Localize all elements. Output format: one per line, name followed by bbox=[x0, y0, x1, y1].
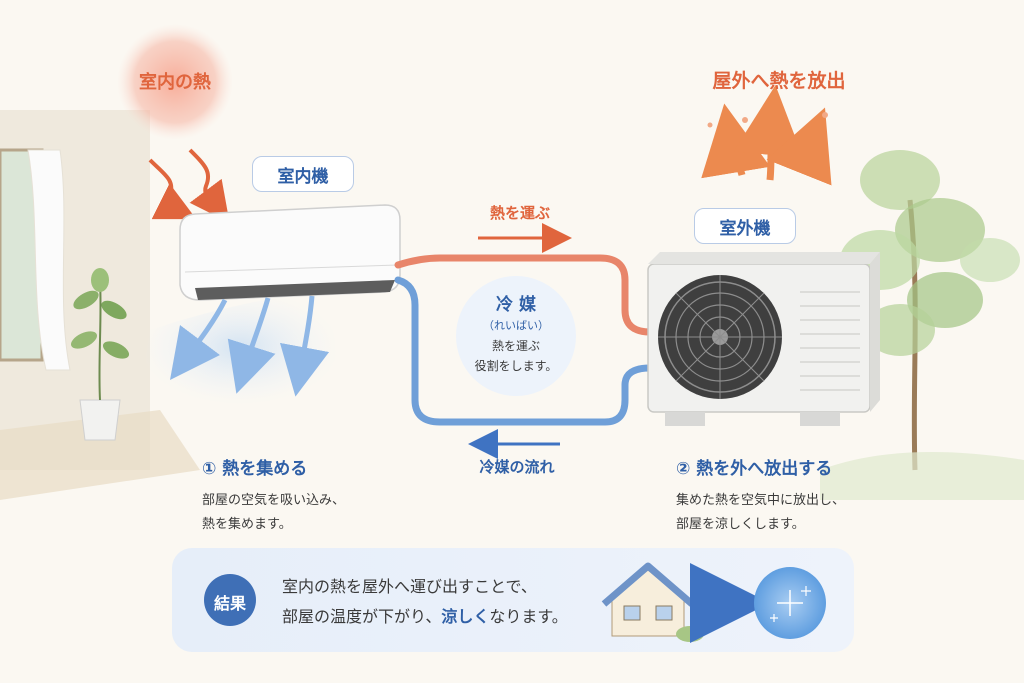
result-text: 室内の熱を屋外へ運び出すことで、 部屋の温度が下がり、涼しくなります。 bbox=[282, 572, 602, 632]
step2-title: ② 熱を外へ放出する bbox=[676, 459, 833, 479]
refrigerant-info: 冷 媒 （れいばい） 熱を運ぶ 役割をします。 bbox=[456, 290, 576, 374]
refrigerant-circle bbox=[456, 276, 576, 396]
indoor-heat-label: 室内の熱 bbox=[139, 72, 211, 93]
refrigerant-reading: （れいばい） bbox=[483, 319, 549, 332]
refrigerant-title: 冷 媒 bbox=[496, 295, 536, 315]
refrigerant-line1: 熱を運ぶ bbox=[491, 339, 540, 353]
refrigerant-flow-label: 冷媒の流れ bbox=[479, 458, 555, 476]
step2-block: ② 熱を外へ放出する 集めた熱を空気中に放出し、 部屋を涼しくします。 bbox=[676, 454, 896, 537]
indoor-unit-label: 室内機 bbox=[252, 156, 354, 192]
result-line2: 部屋の温度が下がり、涼しくなります。 bbox=[282, 602, 602, 632]
cool-airflow bbox=[140, 290, 340, 405]
step1-line2: 熱を集めます。 bbox=[202, 517, 292, 532]
outdoor-unit-label: 室外機 bbox=[694, 208, 796, 244]
step2-line2: 部屋を涼しくします。 bbox=[676, 517, 805, 532]
plant bbox=[70, 268, 130, 441]
result-badge-circle bbox=[204, 574, 256, 626]
snowflake-icon bbox=[754, 567, 826, 639]
refrigerant-line2: 役割をします。 bbox=[474, 359, 558, 373]
indoor-heat-glow bbox=[117, 24, 233, 140]
result-line1: 室内の熱を屋外へ運び出すことで、 bbox=[282, 577, 537, 596]
heat-release-arrows bbox=[701, 85, 832, 186]
room-wall bbox=[0, 110, 200, 500]
step1-line1: 部屋の空気を吸い込み、 bbox=[202, 493, 346, 508]
step2-line1: 集めた熱を空気中に放出し、 bbox=[676, 493, 846, 508]
release-outside-label: 屋外へ熱を放出 bbox=[712, 70, 846, 92]
outdoor-unit-illustration bbox=[647, 252, 880, 426]
carry-heat-label: 熱を運ぶ bbox=[489, 204, 550, 222]
result-highlight: 涼しく bbox=[441, 607, 490, 626]
step1-block: ① 熱を集める 部屋の空気を吸い込み、 熱を集めます。 bbox=[202, 454, 422, 537]
result-line2-post: なります。 bbox=[489, 607, 568, 626]
heat-inflow-arrows bbox=[148, 148, 230, 223]
result-line2-pre: 部屋の温度が下がり、 bbox=[282, 607, 442, 626]
trees bbox=[820, 150, 1024, 500]
refrigerant-pipes bbox=[394, 223, 654, 459]
indoor-unit-illustration bbox=[179, 204, 401, 301]
step1-title: ① 熱を集める bbox=[202, 459, 308, 479]
result-badge-label: 結果 bbox=[213, 594, 246, 613]
